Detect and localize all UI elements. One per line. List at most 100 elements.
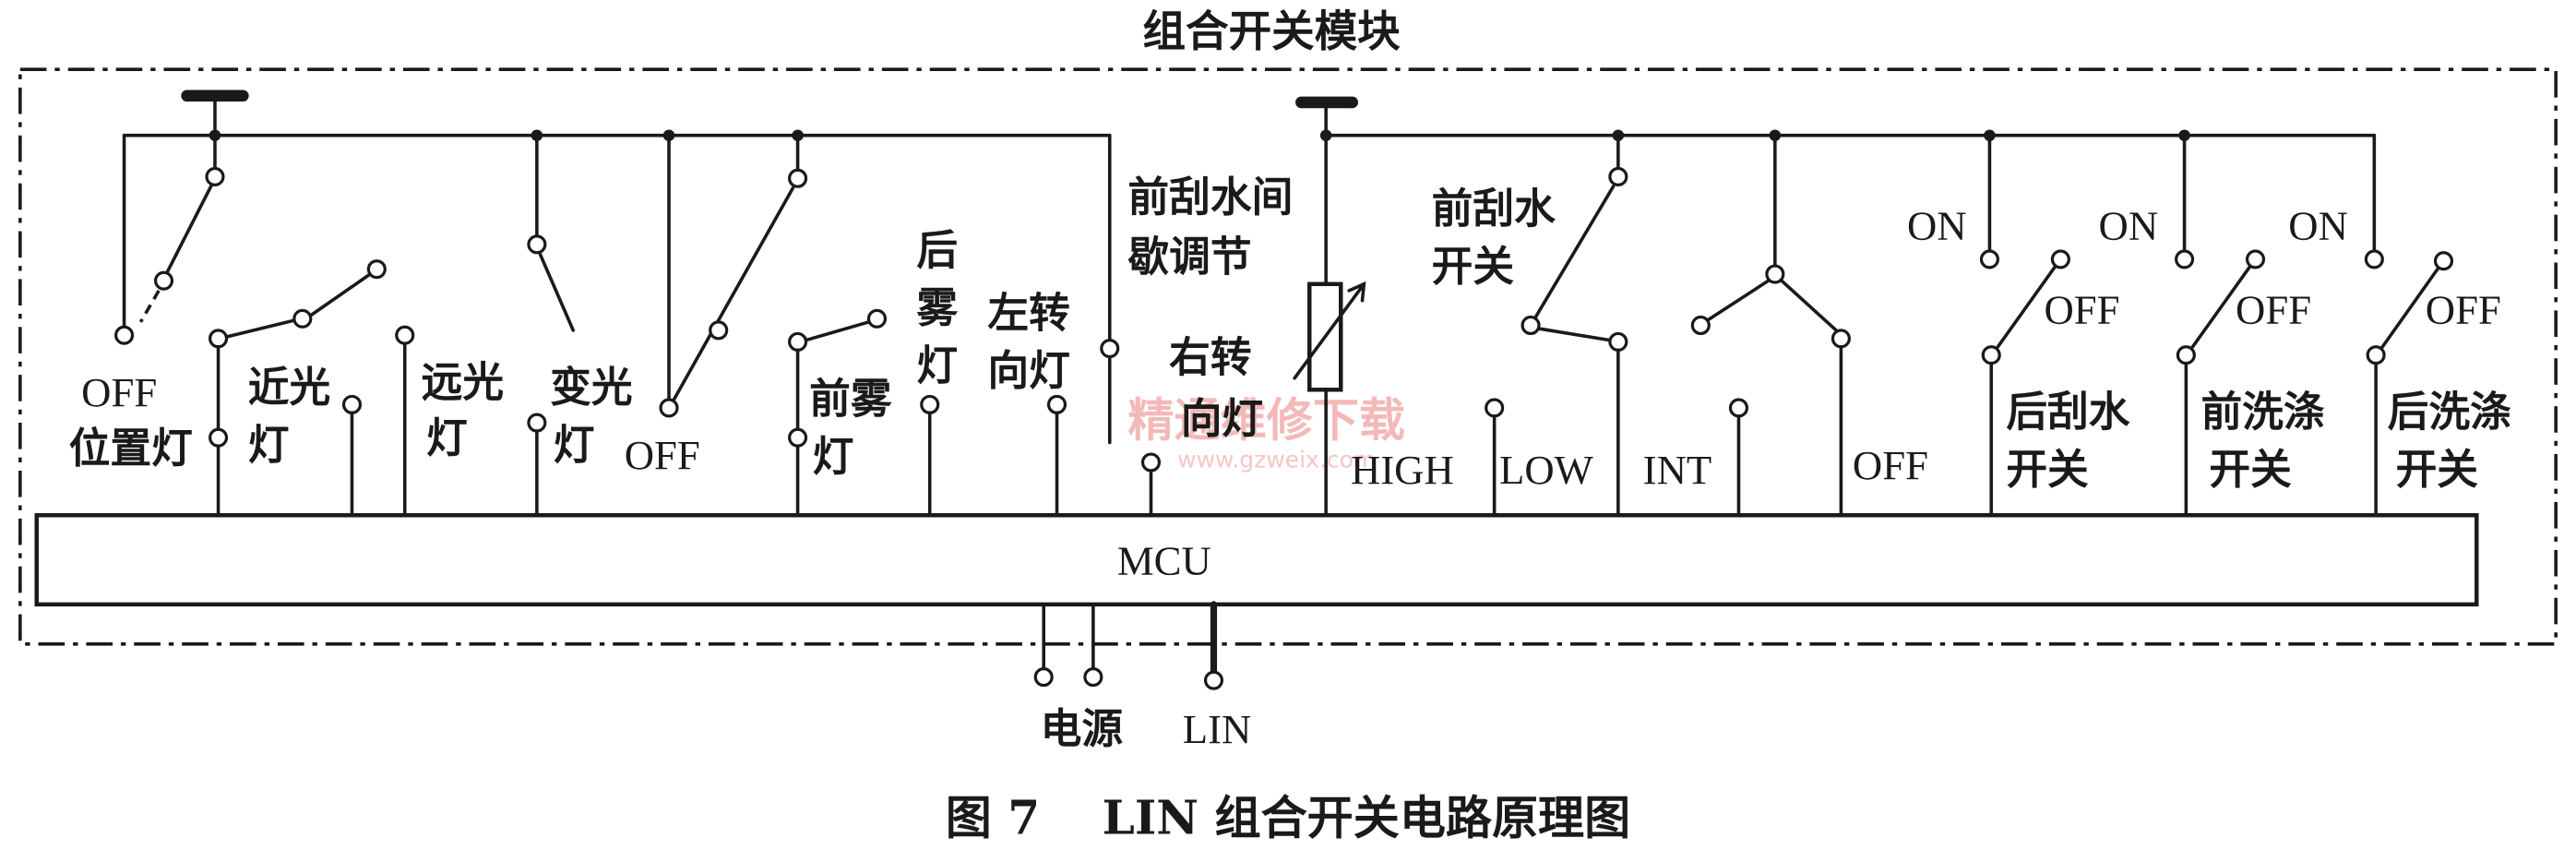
int-contact [1690,315,1711,336]
off-contact [1831,329,1851,349]
terminal [395,325,415,345]
external-ports: 电源 LIN [1033,601,1252,753]
right-turn-label-line1: 右转 [1169,333,1251,382]
off-contact [2433,251,2454,271]
rear-fog-label-line1: 后 [916,225,958,274]
off-contact [2245,249,2266,269]
off-contact [2050,249,2070,269]
pivot-terminal [1608,166,1628,187]
blade-tip [153,270,174,291]
pivot-terminal [2366,345,2386,365]
terminal [788,427,808,448]
figure-title: LIN 组合开关电路原理图 [1103,791,1631,845]
pivot-terminal [2176,345,2196,365]
on-contact [2364,249,2384,269]
lin-label: LIN [1183,706,1252,752]
common-terminal [1100,338,1120,359]
switch-blade [1533,185,1616,319]
terminal [208,427,229,448]
figure-caption: 图 7 LIN 组合开关电路原理图 [946,791,1630,845]
switch-name-line1: 后洗涤 [2388,388,2511,437]
int-terminal [1728,398,1749,418]
contact-track [224,318,296,339]
switch-blade [1705,279,1771,322]
module-boundary [18,67,2558,646]
on-label: ON [2288,202,2348,248]
switch-blade [538,252,576,332]
low-beam-label-line1: 近光 [248,363,330,412]
contact-bridge [1537,327,1612,342]
front-wiper-switch: 前刮水 开关 HIGH LOW INT OFF [1351,133,1928,518]
lin-terminal [1203,670,1224,690]
power-terminal-1 [1033,667,1054,688]
right-turn-label-line2: 向灯 [1181,394,1263,443]
mcu-block: MCU [34,513,2479,607]
front-fog-label-line1: 前雾 [809,374,892,423]
on-label: ON [1907,202,1967,248]
off-label: OFF [2044,287,2119,333]
bus-junction [1319,129,1332,141]
adjust-arrow [1293,281,1366,380]
module-title: 组合开关模块 [1143,6,1401,56]
headlamp-off-label: OFF [625,432,700,478]
on-contact [2175,249,2195,269]
switch-name-line1: 后刮水 [2006,388,2129,437]
pivot-terminal [1981,345,2001,365]
switch-name-line2: 开关 [2396,445,2479,494]
watermark-name: 精通维修下载 [1127,392,1404,447]
position-off-label: OFF [81,369,157,415]
off-contact [114,325,135,345]
blade-contact [709,320,729,341]
high-beam-contact [366,259,387,280]
pivot-terminal [205,166,225,187]
front-fog-contact [788,331,808,352]
switch-blade [1996,264,2057,349]
terminal [341,394,363,414]
high-beam-label-line2: 灯 [426,413,468,462]
position-high-label: HIGH [1351,447,1454,493]
front-fog-label-line2: 灯 [813,432,854,481]
mcu-label: MCU [1117,538,1211,584]
position-int-label: INT [1643,447,1712,493]
front-wiper-label-line2: 开关 [1432,242,1515,291]
off-label: OFF [2426,287,2501,333]
figure-number: 图 7 [946,791,1040,845]
switch-blade [1780,279,1838,332]
left-supply-bus [122,90,1112,141]
on-label: ON [2099,202,2159,248]
turn-signal-switch: 左转 向灯 右转 向灯 [987,133,1263,518]
contact-track [804,320,871,342]
arrow-head [1347,281,1366,303]
switch-blade [165,183,214,275]
dimmer-contact [527,413,547,433]
switch-name-line2: 开关 [2006,445,2089,494]
switch-blade [672,186,795,401]
dimmer-label-line2: 灯 [554,420,595,469]
position-low-label: LOW [1499,447,1594,493]
blade-travel-dashed [138,290,161,323]
power-terminal-2 [1083,667,1103,688]
rear-fog-label-line3: 灯 [916,341,958,390]
left-turn-label-line1: 左转 [987,288,1069,337]
high-terminal [1485,398,1505,418]
dimmer-label-line1: 变光 [550,363,632,412]
switch-blade [2380,266,2440,349]
low-beam-contact [292,308,313,329]
rear-fog-contact [866,308,888,329]
dimmer-switch: 变光 灯 [527,133,633,518]
pivot-terminal [527,234,547,255]
low-beam-label-line2: 灯 [248,420,290,469]
lamp-rotary-switch: OFF 位置灯 近光 灯 远光 灯 [69,133,504,518]
rear-wiper-switch: ON OFF 后刮水 开关 [1907,133,2130,518]
mcu-box [34,513,2479,607]
blade-tip [1521,315,1541,336]
position-lamp-contact [208,329,229,349]
watermark: 精通维修下载 www.gzweix.com [1127,392,1404,473]
watermark-url: www.gzweix.com [1177,446,1376,473]
rear-washer-switch: ON OFF 后洗涤 开关 [2288,133,2511,518]
fog-lamp-switch: OFF 前雾 灯 后 雾 灯 [625,133,958,518]
interval-adjust-label-line1: 前刮水间 [1127,173,1293,221]
rear-fog-label-line2: 雾 [916,283,958,332]
switch-name-line1: 前洗涤 [2200,388,2324,437]
